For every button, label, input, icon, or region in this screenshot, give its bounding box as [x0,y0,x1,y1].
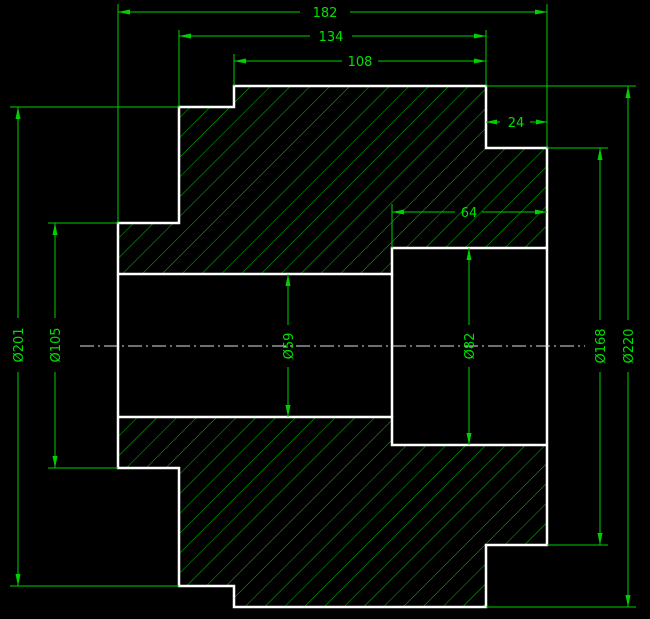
dimension-dia-201: Ø201 [10,106,179,587]
dimension-24: 24 [486,116,547,131]
dimension-dia-59: Ø59 [282,274,297,417]
dimension-dia-59-label: Ø59 [282,333,297,360]
upper-hatch-region [118,86,547,274]
dimension-dia-168: Ø168 [547,147,609,546]
dimension-182-label: 182 [313,6,338,21]
lower-hatch-region [118,417,547,607]
dimension-108: 108 [233,54,486,86]
dimension-134-label: 134 [319,30,344,45]
dimension-dia-105-label: Ø105 [49,327,64,362]
dimension-108-label: 108 [348,55,373,70]
dimension-dia-220: Ø220 [486,85,637,608]
dimension-182: 182 [117,4,548,223]
dimension-dia-82: Ø82 [463,248,478,445]
dimension-134: 134 [178,30,487,107]
dimension-dia-220-label: Ø220 [622,328,637,363]
dimension-dia-168-label: Ø168 [594,328,609,363]
dimension-dia-201-label: Ø201 [12,327,27,362]
dimension-64: 64 [391,204,547,248]
dimension-dia-105: Ø105 [48,222,118,469]
dimension-64-label: 64 [461,206,478,221]
dimension-dia-82-label: Ø82 [463,333,478,360]
dimension-24-label: 24 [508,116,525,131]
